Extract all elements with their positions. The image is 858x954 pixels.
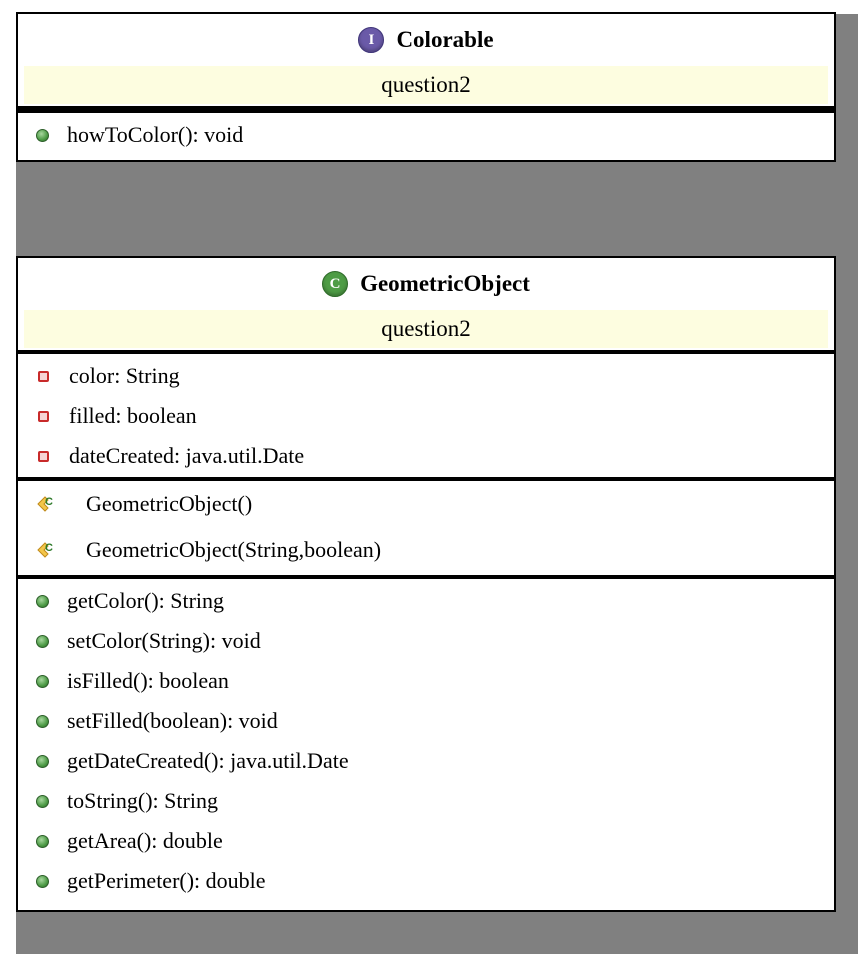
method-signature: getDateCreated(): java.util.Date [67,748,349,773]
method-row[interactable]: getPerimeter(): double [18,861,834,901]
constructors-section: C GeometricObject() C GeometricObject(St… [18,477,834,573]
public-method-icon [36,594,49,608]
method-row[interactable]: getDateCreated(): java.util.Date [18,741,834,781]
interface-methods-section: howToColor(): void [18,106,834,157]
constructor-row[interactable]: C GeometricObject(String,boolean) [18,527,834,573]
field-signature: filled: boolean [69,403,197,428]
field-row[interactable]: color: String [18,356,834,396]
constructor-signature: GeometricObject() [86,491,253,516]
class-icon: C [322,271,349,297]
method-signature: getPerimeter(): double [67,868,266,893]
interface-icon: I [358,27,385,53]
class-package: question2 [24,310,828,348]
methods-section: getColor(): String setColor(String): voi… [18,575,834,901]
method-signature: setFilled(boolean): void [67,708,278,733]
svg-text:C: C [45,496,53,508]
method-signature: isFilled(): boolean [67,668,229,693]
constructor-signature: GeometricObject(String,boolean) [86,537,382,562]
field-row[interactable]: filled: boolean [18,396,834,436]
method-signature: setColor(String): void [67,628,261,653]
field-signature: color: String [69,363,180,388]
interface-box-colorable[interactable]: I Colorable question2 howToColor(): void [16,12,836,162]
public-method-icon [36,634,49,648]
public-method-icon [36,674,49,688]
method-row[interactable]: setFilled(boolean): void [18,701,834,741]
method-row[interactable]: setColor(String): void [18,621,834,661]
field-row[interactable]: dateCreated: java.util.Date [18,436,834,476]
public-method-icon [36,128,49,142]
method-signature: getColor(): String [67,588,225,613]
class-header: C GeometricObject question2 [18,258,834,348]
public-method-icon [36,714,49,728]
method-row[interactable]: isFilled(): boolean [18,661,834,701]
method-signature: howToColor(): void [67,122,244,147]
public-method-icon [36,834,49,848]
private-field-icon [38,450,49,462]
field-signature: dateCreated: java.util.Date [69,443,305,468]
interface-package: question2 [24,66,828,104]
public-method-icon [36,874,49,888]
constructor-icon: C [36,540,56,560]
method-row[interactable]: toString(): String [18,781,834,821]
public-method-icon [36,794,49,808]
interface-name: Colorable [396,27,494,52]
method-row[interactable]: howToColor(): void [18,113,834,157]
interface-header: I Colorable question2 [18,14,834,104]
method-row[interactable]: getArea(): double [18,821,834,861]
public-method-icon [36,754,49,768]
class-title-row: C GeometricObject [18,258,834,310]
class-name: GeometricObject [360,271,530,296]
class-box-geometricobject[interactable]: C GeometricObject question2 color: Strin… [16,256,836,912]
method-signature: toString(): String [67,788,218,813]
method-signature: getArea(): double [67,828,223,853]
fields-section: color: String filled: boolean dateCreate… [18,350,834,476]
interface-title-row: I Colorable [18,14,834,66]
constructor-icon: C [36,494,56,514]
private-field-icon [38,370,49,382]
private-field-icon [38,410,49,422]
constructor-row[interactable]: C GeometricObject() [18,481,834,527]
svg-text:C: C [45,542,53,554]
method-row[interactable]: getColor(): String [18,581,834,621]
